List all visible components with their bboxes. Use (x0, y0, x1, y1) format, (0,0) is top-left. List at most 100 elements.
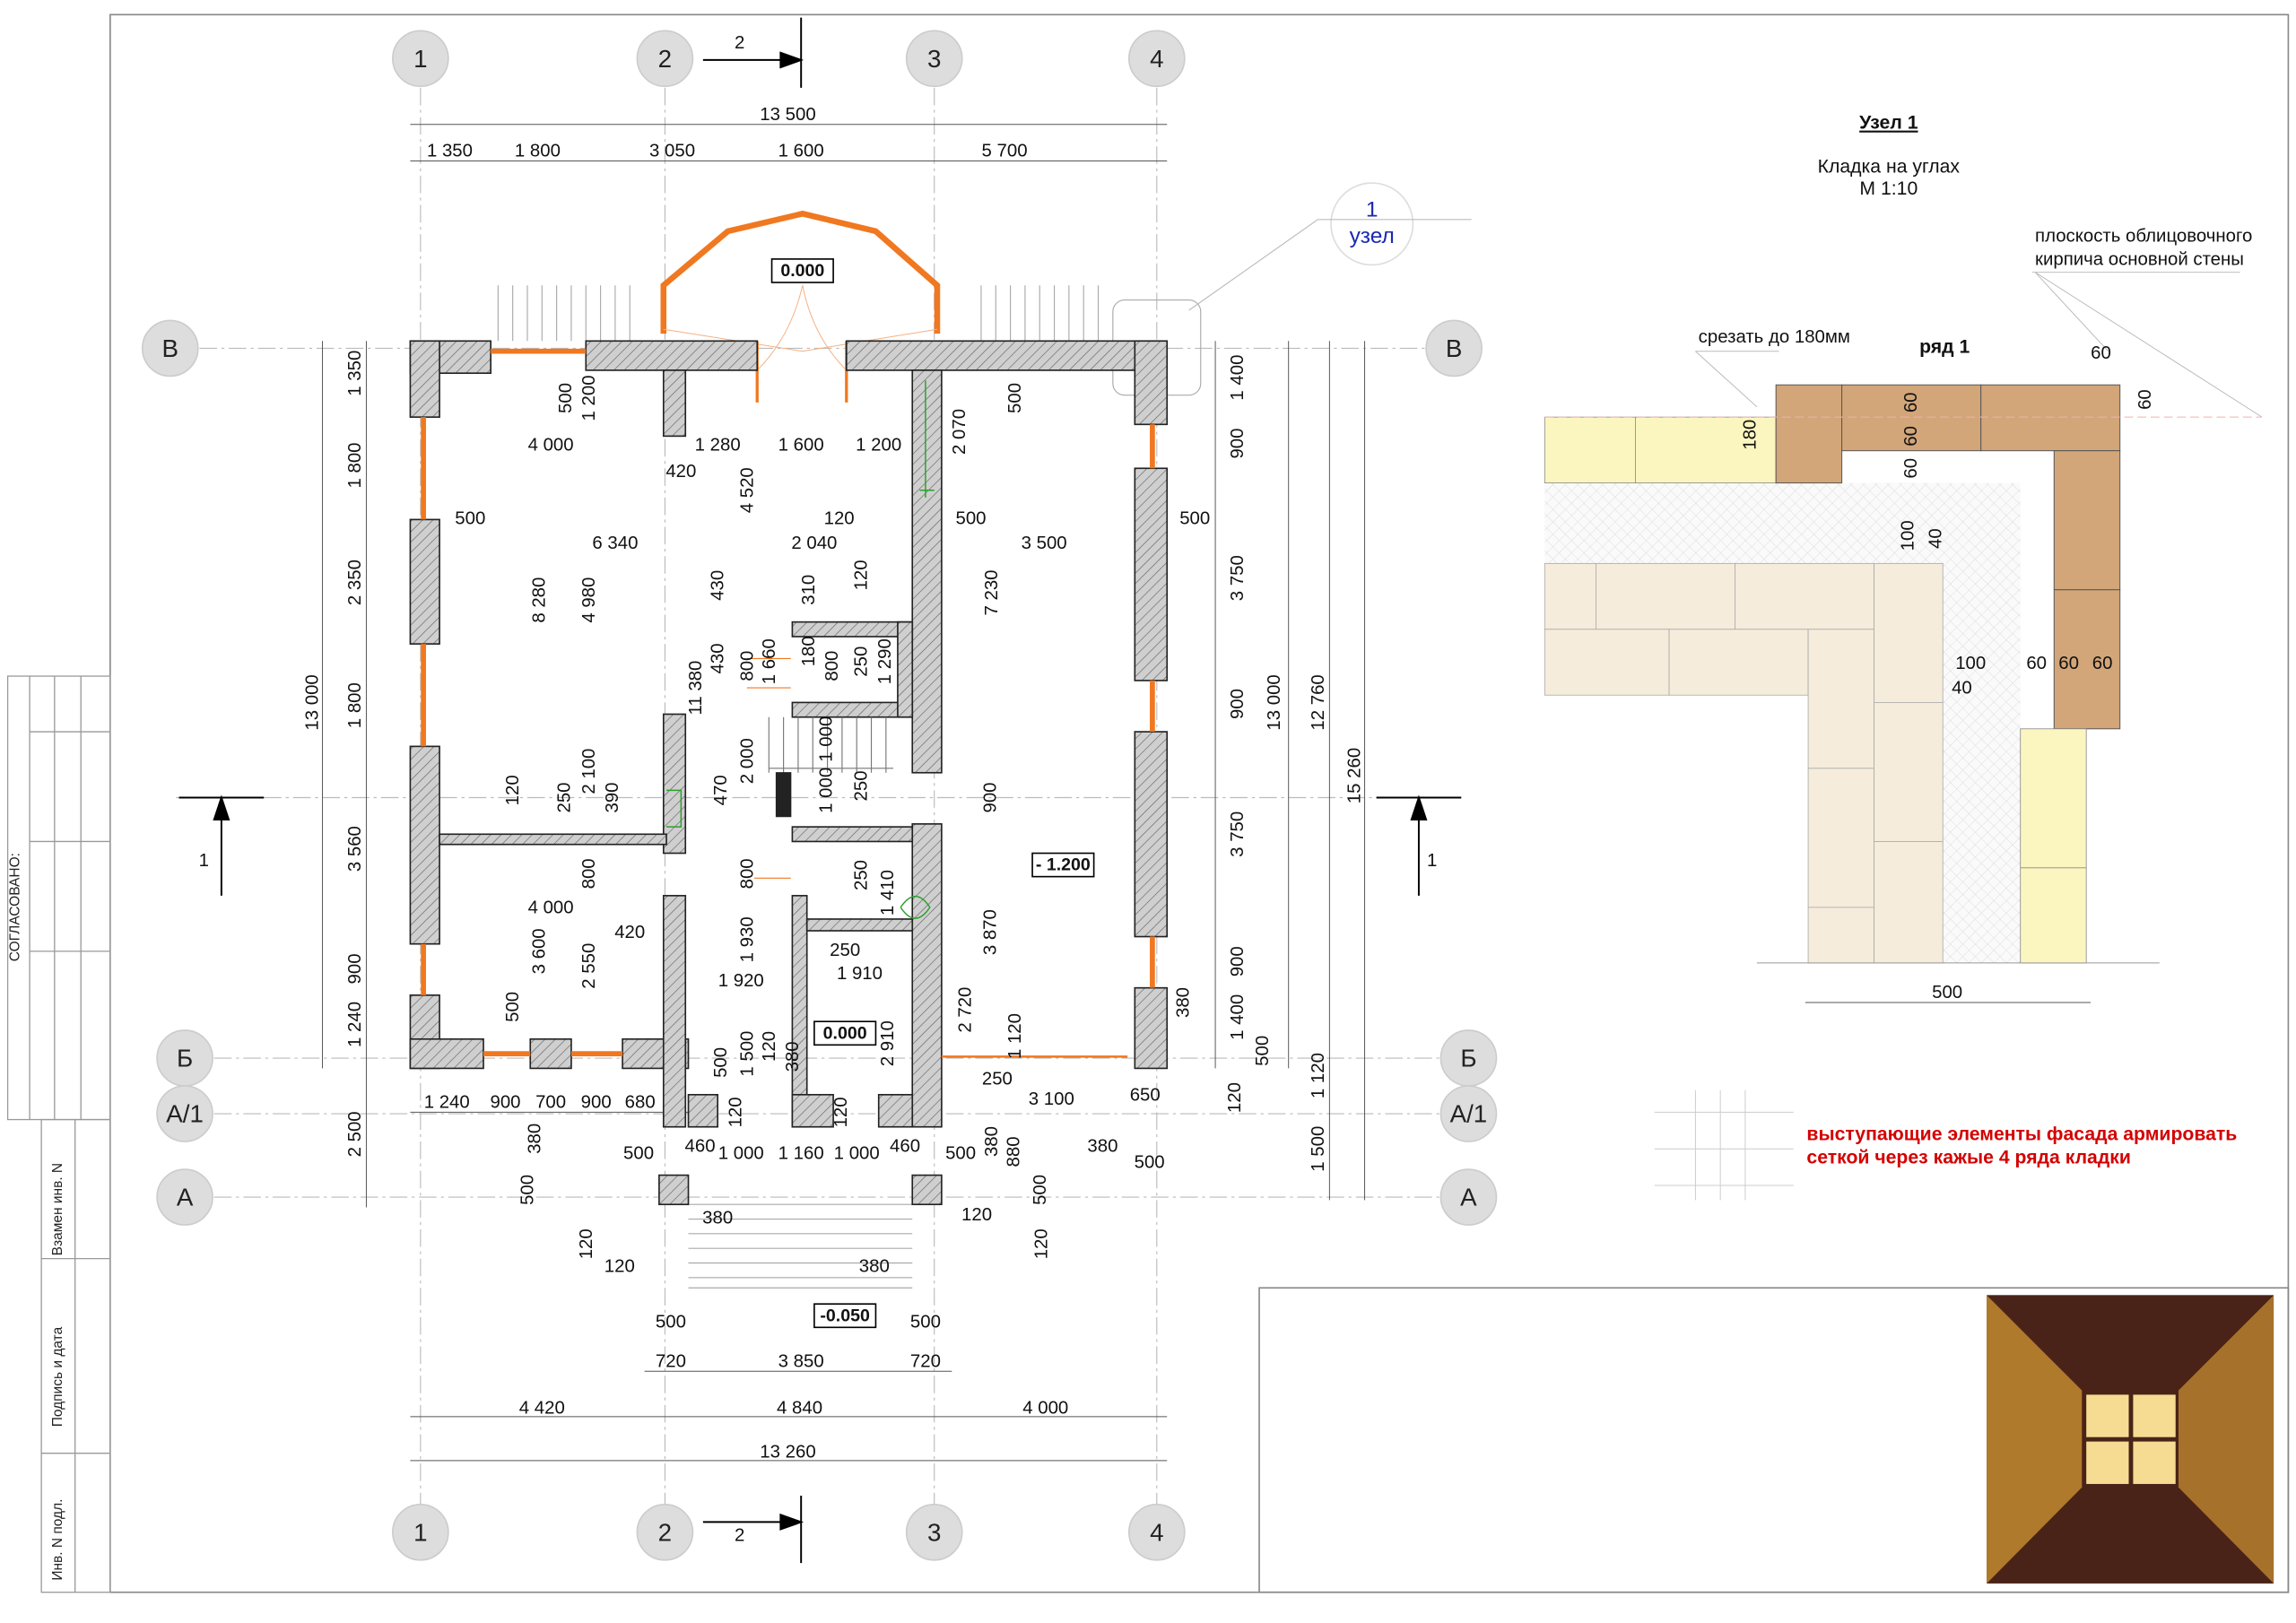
dimension-label: 4 000 (528, 898, 574, 917)
dimension-label: 3 050 (649, 142, 695, 161)
section-mark-top: 2 (735, 33, 744, 53)
dimension-label: 1 500 (1309, 1126, 1328, 1172)
dimension-label: 1 800 (345, 682, 365, 728)
level-mark: 0.000 (770, 258, 834, 283)
dimension-label: 2 350 (345, 560, 365, 605)
dimension-label: 1 800 (515, 142, 561, 161)
dimension-label: 460 (685, 1136, 716, 1156)
dimension-label: 500 (1031, 1175, 1050, 1205)
axis-marker-row: Б (1439, 1029, 1498, 1087)
dimension-label: 120 (577, 1228, 596, 1259)
level-value: -0.050 (820, 1306, 870, 1325)
dimension-label: 380 (783, 1041, 803, 1072)
reinforcement-note-line2: сеткой через кажые 4 ряда кладки (1806, 1148, 2131, 1168)
dimension-label: 3 870 (980, 909, 1000, 955)
dimension-label: 420 (665, 462, 696, 482)
dimension-label: 900 (345, 953, 365, 984)
level-value: 0.000 (780, 261, 824, 281)
dimension-label: 4 000 (528, 436, 574, 456)
axis-marker-2: 2 (636, 1503, 694, 1561)
dimension-label: 1 410 (878, 870, 898, 916)
bay-window (660, 210, 941, 334)
dimension-label: 800 (737, 651, 757, 681)
dimension-label: 430 (709, 570, 728, 601)
axis-label: Б (177, 1045, 193, 1072)
detail-dimension-label: 60 (1901, 458, 1921, 479)
dimension-label: 900 (581, 1093, 612, 1113)
dimension-label: 120 (824, 508, 855, 528)
detail-scale: М 1:10 (1859, 178, 1918, 199)
dimension-label: 800 (822, 651, 842, 681)
dimension-label: 120 (831, 1097, 851, 1127)
dimension-label: 500 (711, 1047, 731, 1078)
axis-label: 4 (1150, 1518, 1163, 1546)
section-cut-2 (702, 17, 804, 1564)
node-callout-number: 1 (1366, 198, 1378, 222)
stamp-signature-date: Подпись и дата (50, 1326, 65, 1427)
axis-label: 2 (658, 1518, 672, 1546)
dimension-label: 500 (656, 1312, 686, 1332)
dimension-label: 500 (1005, 383, 1025, 413)
dimension-label: 120 (961, 1205, 992, 1225)
company-logo (1987, 1295, 2274, 1584)
detail-dimension-label: 60 (1901, 426, 1921, 447)
dimension-label: 5 700 (982, 142, 1028, 161)
axis-marker-row: В (1425, 319, 1483, 378)
dimension-label: 380 (1087, 1136, 1118, 1156)
axis-marker-3: 3 (905, 1503, 963, 1561)
dimension-label: 4 980 (579, 577, 599, 623)
dimension-label: 3 100 (1029, 1089, 1074, 1109)
dimension-label: 250 (852, 770, 872, 801)
dimension-label: 900 (1228, 689, 1248, 719)
detail-dimension-label: 60 (2091, 343, 2111, 363)
dimension-label: 800 (579, 858, 599, 889)
dimension-label: 2 500 (345, 1111, 365, 1157)
dimension-label: 720 (656, 1351, 686, 1371)
dimension-label: 120 (503, 775, 523, 805)
dimension-label: 1 160 (778, 1144, 824, 1164)
axis-marker-row: В (141, 319, 199, 378)
detail-dimension-label: 180 (1740, 420, 1760, 450)
dimension-label: 1 240 (424, 1093, 470, 1113)
detail-callout-line2: кирпича основной стены (2035, 249, 2244, 269)
dimension-label: 120 (1031, 1228, 1051, 1259)
axis-label: А (1460, 1184, 1477, 1211)
dimension-label: 900 (980, 782, 1000, 812)
dimension-label: 500 (518, 1175, 538, 1205)
dimension-label: 120 (852, 560, 872, 590)
detail-dimension-label: 500 (1932, 983, 1962, 1002)
dimension-label: 420 (614, 923, 645, 942)
dimension-label: 1 120 (1005, 1013, 1025, 1059)
detail-dimension-label: 40 (1926, 528, 1946, 549)
axis-label: Б (1460, 1045, 1476, 1072)
dimension-label: 4 000 (1022, 1399, 1068, 1419)
dimension-label: 2 720 (956, 987, 976, 1033)
dimension-label: 500 (945, 1144, 976, 1164)
dimension-label: 1 200 (856, 436, 901, 456)
detail-dimension-label: 100 (1899, 520, 1918, 551)
dimension-label: 800 (737, 858, 757, 889)
walls (409, 340, 1169, 1206)
dimension-label: 1 920 (718, 971, 764, 991)
axis-marker-row: А/1 (156, 1085, 213, 1142)
stamp-inv-original: Инв. N подл. (50, 1499, 65, 1581)
axis-label: 3 (927, 1518, 941, 1546)
dimension-label: 13 000 (1265, 674, 1284, 730)
dimension-label: 500 (956, 508, 987, 528)
dimension-label: 11 380 (686, 661, 706, 716)
windows (421, 348, 1155, 1058)
dimension-label: 2 040 (791, 534, 837, 553)
dimension-label: 180 (799, 636, 819, 666)
stamp-agreed: СОГЛАСОВАНО: (8, 853, 23, 961)
green-fixtures (666, 380, 935, 919)
section-mark-bottom: 2 (735, 1526, 744, 1546)
axis-label: А/1 (166, 1100, 204, 1128)
detail-dimension-label: 60 (2026, 654, 2047, 673)
dimension-label: 12 760 (1309, 674, 1328, 730)
dimension-label: 1 350 (345, 351, 365, 396)
detail-subtitle: Кладка на углах (1818, 157, 1961, 178)
dimension-label: 1 600 (778, 436, 824, 456)
dimension-label: 120 (1225, 1082, 1245, 1113)
dimension-label: 430 (709, 643, 728, 673)
stamp-replaced-inv: Взамен инв. N (50, 1163, 65, 1255)
